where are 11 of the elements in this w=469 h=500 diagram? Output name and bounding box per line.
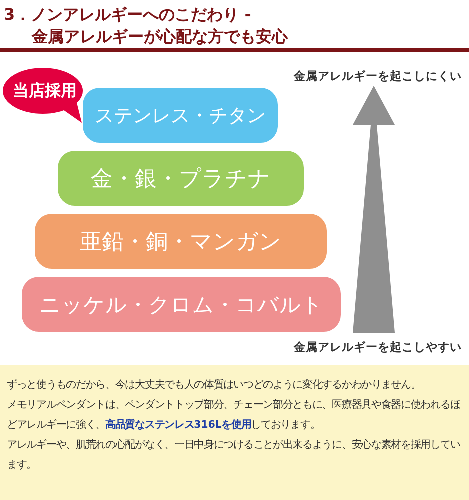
tier-box: ニッケル・クロム・コバルト bbox=[22, 277, 341, 332]
scale-label: 金属アレルギーを起こしにくい bbox=[293, 69, 463, 84]
paragraph: アレルギーや、肌荒れの心配がなく、一日中身につけることが出来るように、安心な素材を採用しています。 bbox=[7, 438, 462, 473]
paragraph: メモリアルペンダントは、ペンダントトップ部分、チェーン部分ともに、医療器具や食器に使われるほどアレルギーに強く、高品質なステンレス316Lを使用しております。 bbox=[7, 398, 462, 433]
scale-label: 金属アレルギーを起こしやすい bbox=[293, 340, 463, 355]
text-panel bbox=[0, 365, 469, 500]
title: 3．ノンアレルギーへのこだわり - 金属アレルギーが心配な方でも安心 bbox=[4, 4, 290, 48]
paragraph: ずっと使うものだから、今は大丈夫でも人の体質はいつどのように変化するかわかりません。 bbox=[7, 378, 422, 393]
tier-box: ステンレス・チタン bbox=[83, 88, 278, 143]
tier-box: 亜鉛・銅・マンガン bbox=[35, 214, 327, 269]
tier-box: 金・銀・プラチナ bbox=[58, 151, 304, 206]
